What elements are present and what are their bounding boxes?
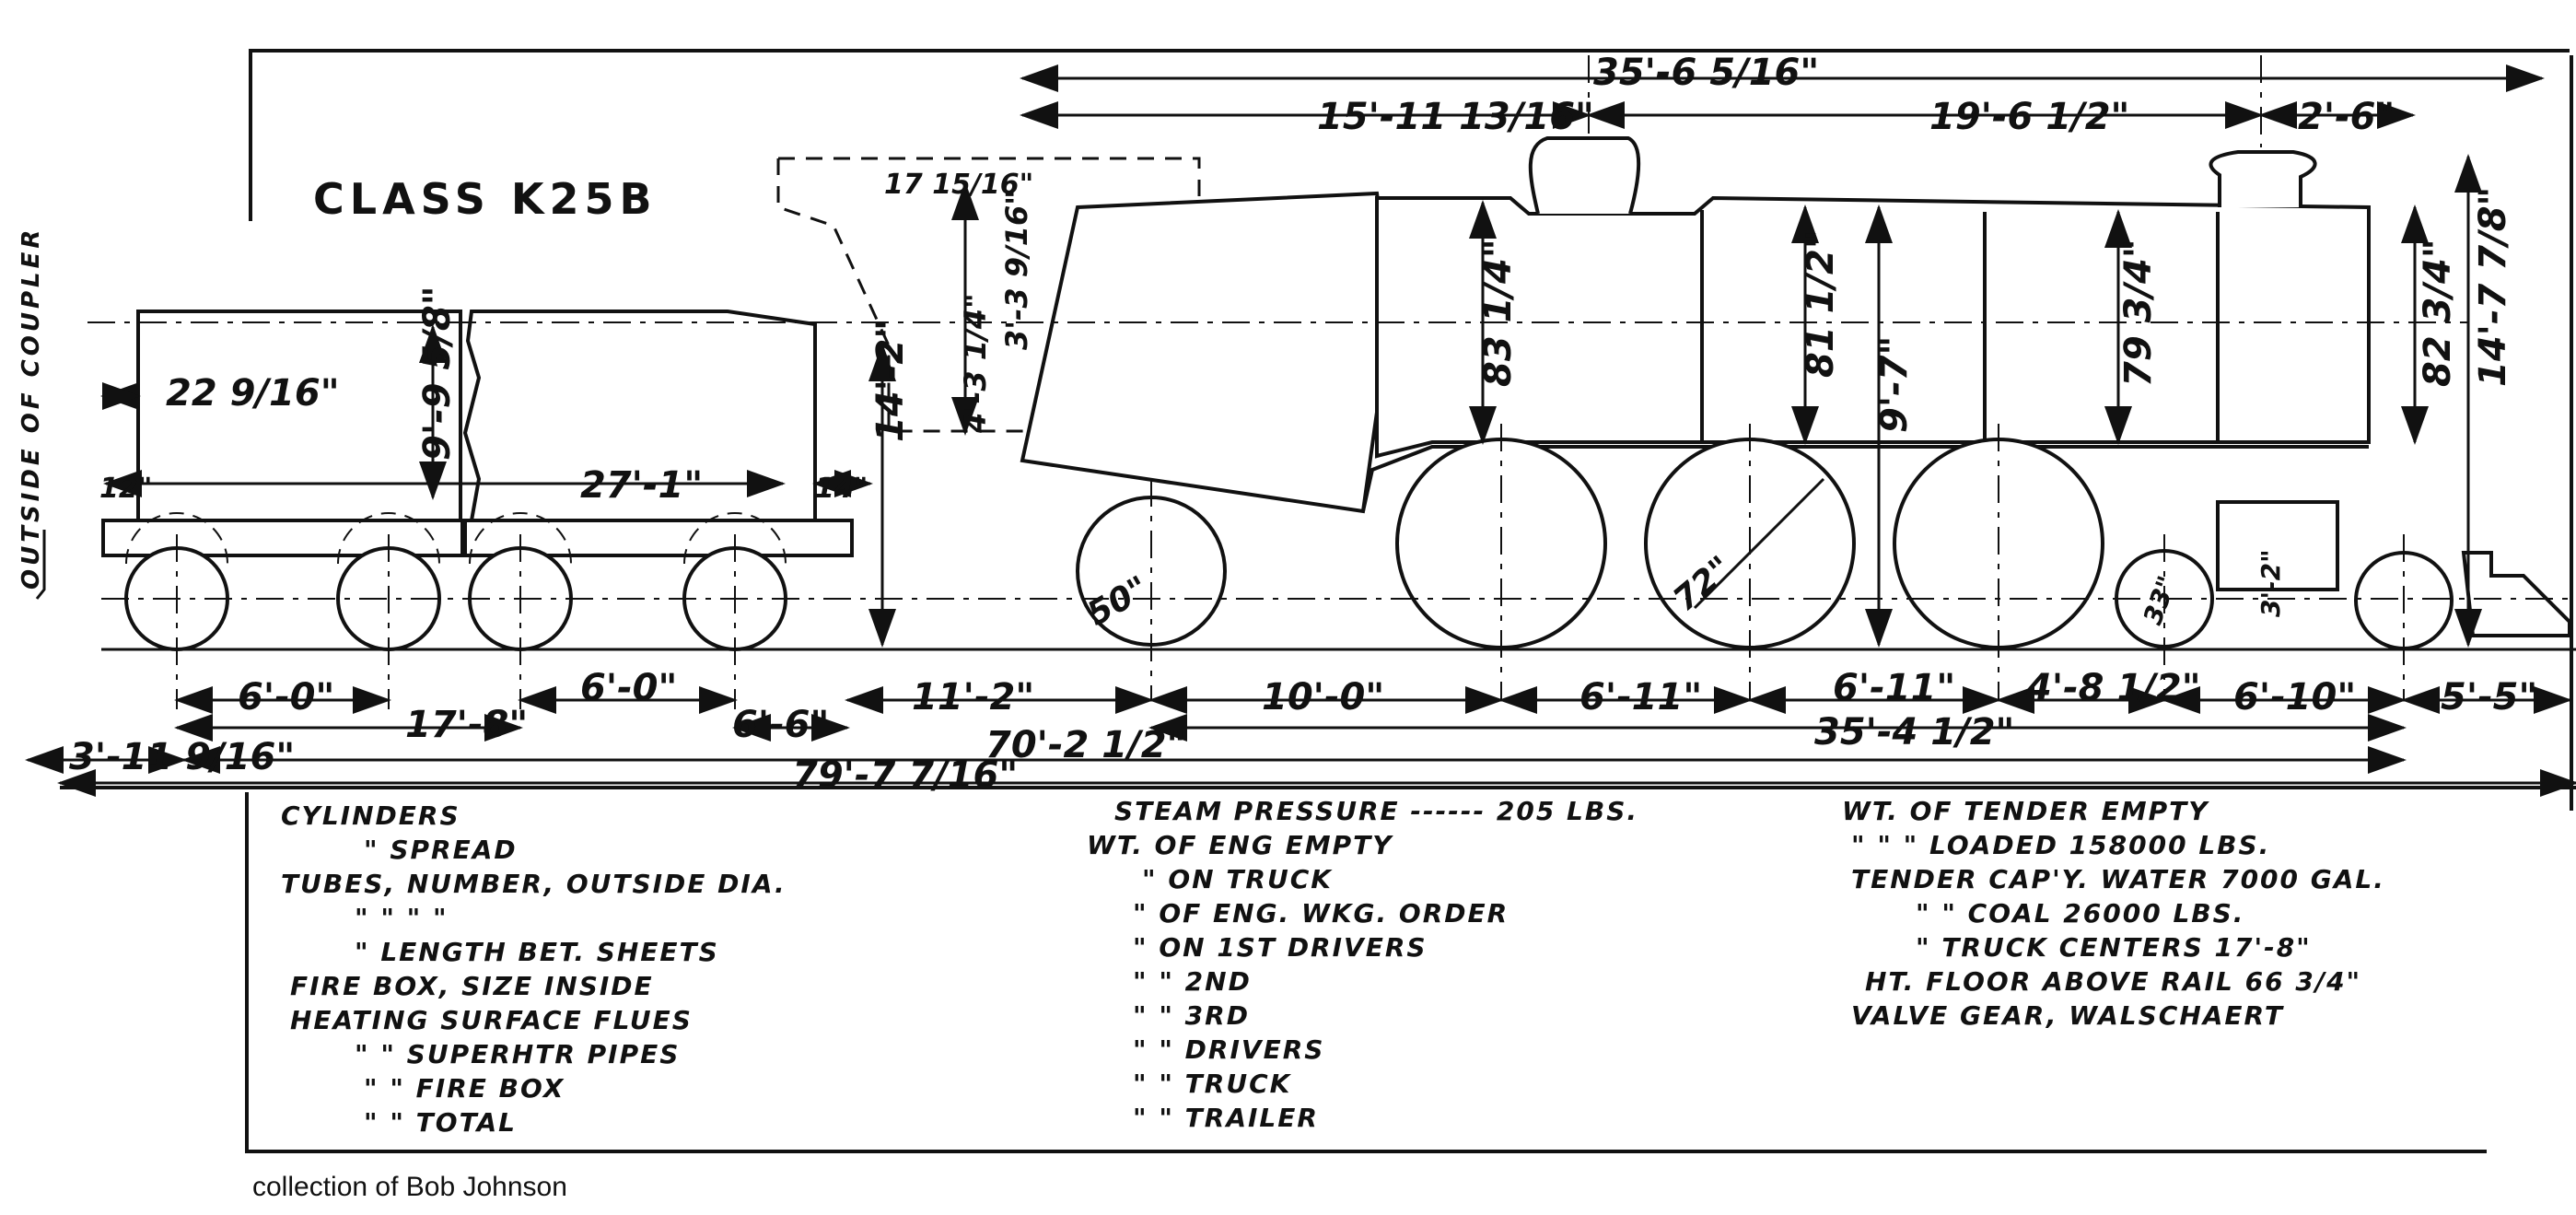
spec-line: " LENGTH BET. SHEETS (355, 937, 719, 967)
spec-line: " " " " (355, 903, 449, 933)
spec-column-cylinders: CYLINDERS " SPREAD TUBES, NUMBER, OUTSID… (281, 800, 787, 1138)
dimension-labels: 35'-6 5/16" 15'-11 13/16" 19'-6 1/2" 2'-… (69, 52, 2537, 797)
spec-line: " TRUCK CENTERS 17'-8" (1916, 932, 2312, 963)
dim-smokebox: 82 3/4" (2417, 239, 2459, 387)
dim-truck-span: 6'-10" (2233, 676, 2356, 718)
dim-tender-a: 22 9/16" (166, 372, 340, 415)
dim-engine-wheelbase: 35'-4 1/2" (1814, 711, 2014, 754)
dim-driver-2-3: 6'-11" (1833, 667, 1955, 709)
spec-line: HT. FLOOR ABOVE RAIL 66 3/4" (1865, 966, 2361, 997)
spec-line: VALVE GEAR, WALSCHAERT (1851, 1000, 2284, 1031)
dim-driver-1-2: 6'-11" (1579, 676, 1702, 718)
cab-outline-dashed (776, 157, 1201, 433)
running-board (1361, 445, 2369, 512)
cab (1020, 191, 1393, 514)
spec-line: " SPREAD (364, 835, 518, 865)
dim-boiler-a: 83 1/4" (1477, 239, 1520, 387)
dim-tender-frame: 27'-1" (580, 464, 703, 507)
driver-radius-line (1693, 477, 1825, 610)
pilot (2461, 551, 2571, 637)
dim-coupler-offset: 3'-11 9/16" (69, 736, 295, 778)
spec-line: " " TOTAL (364, 1107, 517, 1138)
diagram-title: CLASS K25B (313, 174, 658, 224)
spec-line: " " TRAILER (1133, 1103, 1319, 1133)
dim-tender-front-over: 12" (99, 473, 152, 505)
credit-caption: collection of Bob Johnson (252, 1172, 567, 1202)
dim-boiler-c: 9'-7" (1873, 336, 1916, 433)
dim-boiler-d: 79 3/4" (2117, 239, 2160, 387)
spec-column-weights: STEAM PRESSURE ------ 205 LBS. WT. OF EN… (1087, 796, 1638, 1133)
spec-line: STEAM PRESSURE ------ 205 LBS. (1114, 796, 1638, 826)
dim-cab-to-rail: 14'-2" (869, 320, 912, 442)
tender (101, 310, 854, 651)
spec-line: " " " LOADED 158000 LBS. (1851, 830, 2270, 860)
dim-total-engine-top: 35'-6 5/16" (1593, 52, 1819, 94)
tender-tank-front (462, 310, 817, 522)
spec-line: HEATING SURFACE FLUES (290, 1005, 693, 1035)
tender-wheel-hidden-arcs (125, 512, 787, 565)
dim-truck-wheel-b: 3'-2" (2255, 549, 2286, 617)
cylinder (2216, 500, 2339, 591)
dim-cab-offset: 17 15/16" (884, 169, 1033, 201)
dim-tender-rear-over: 14" (815, 473, 868, 505)
spec-line: CYLINDERS (281, 800, 460, 831)
coupler-label: OUTSIDE OF COUPLER (17, 227, 45, 590)
spec-column-tender: WT. OF TENDER EMPTY " " " LOADED 158000 … (1842, 796, 2385, 1031)
spec-line: TUBES, NUMBER, OUTSIDE DIA. (281, 869, 787, 899)
dim-engine-front-top: 15'-11 13/16" (1317, 96, 1594, 138)
coupler-label-arrow (35, 530, 46, 600)
spec-line: " ON 1ST DRIVERS (1133, 932, 1428, 963)
spec-line: " " SUPERHTR PIPES (355, 1039, 680, 1069)
dim-truck-b: 6'-0" (580, 667, 677, 709)
dim-overall: 79'-7 7/16" (792, 754, 1018, 797)
steam-dome (1528, 136, 1641, 215)
dimension-lines (25, 64, 2576, 797)
spec-line: TENDER CAP'Y. WATER 7000 GAL. (1851, 864, 2385, 894)
spec-line: FIRE BOX, SIZE INSIDE (290, 971, 654, 1001)
spec-line: WT. OF TENDER EMPTY (1842, 796, 2209, 826)
tender-tank-rear (136, 310, 462, 522)
dim-cab-height-b: 3'-3 9/16" (999, 190, 1034, 350)
smoke-stack (2209, 150, 2317, 207)
dim-driver-to-truck: 4'-8 1/2" (2025, 667, 2201, 709)
dim-pilot: 5'-5" (2441, 676, 2537, 718)
dim-engine-end-top: 2'-6" (2298, 96, 2395, 138)
spec-line: " OF ENG. WKG. ORDER (1133, 898, 1509, 929)
spec-line: " " COAL 26000 LBS. (1916, 898, 2244, 929)
dim-trailer-gap: 11'-2" (912, 676, 1034, 718)
dim-truck-center: 17'-8" (405, 704, 528, 746)
dim-tender-to-trailer: 6'-6" (732, 704, 829, 746)
spec-line: " " DRIVERS (1133, 1034, 1324, 1065)
dim-truck-a: 6'-0" (238, 676, 334, 718)
dim-stack-height: 14'-7 7/8" (2472, 187, 2514, 387)
dim-cab-height-a: 4'-3 1/4" (958, 293, 993, 434)
dim-combined: 70'-2 1/2" (985, 724, 1185, 766)
dim-boiler-b: 81 1/2" (1800, 229, 1842, 378)
dim-tender-height: 9'-9 5/8" (416, 286, 459, 461)
spec-line: " " TRUCK (1133, 1069, 1292, 1099)
spec-line: " ON TRUCK (1142, 864, 1333, 894)
spec-line: WT. OF ENG EMPTY (1087, 830, 1393, 860)
spec-line: " " 3RD (1133, 1000, 1250, 1031)
dim-engine-mid-top: 19'-6 1/2" (1929, 96, 2129, 138)
dim-trailer-to-driver: 10'-0" (1262, 676, 1384, 718)
center-lines (87, 55, 2570, 709)
spec-line: " " FIRE BOX (364, 1073, 565, 1104)
spec-line: " " 2ND (1133, 966, 1252, 997)
